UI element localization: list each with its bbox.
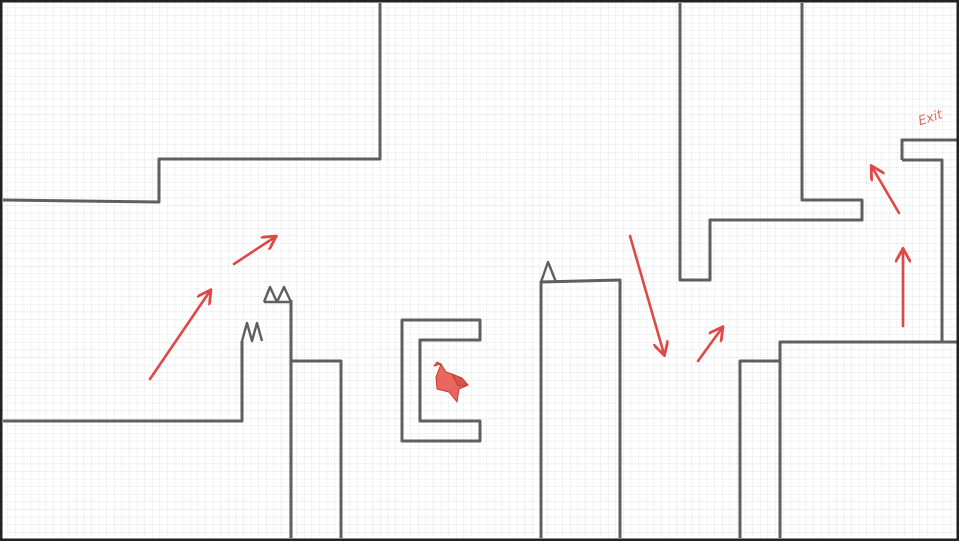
arrow-icon bbox=[148, 291, 210, 381]
spike-icon bbox=[539, 260, 558, 283]
path-arrows bbox=[148, 167, 903, 381]
wall-tower-b bbox=[291, 359, 343, 538]
paper-crane-icon bbox=[433, 361, 469, 403]
arrow-icon bbox=[628, 234, 664, 354]
level-walls bbox=[2, 3, 957, 538]
arrow-icon bbox=[696, 328, 722, 363]
wall-upper-right-shaft bbox=[678, 3, 864, 282]
spike-icon bbox=[240, 321, 264, 343]
spike-icon bbox=[262, 285, 293, 304]
wall-central-pillar bbox=[539, 278, 622, 538]
wall-left-floor bbox=[3, 341, 244, 423]
spike-hazards bbox=[240, 260, 558, 343]
wall-top-left bbox=[2, 3, 382, 204]
arrow-icon bbox=[232, 237, 275, 266]
wall-crane-box bbox=[400, 318, 482, 443]
wall-lower-right bbox=[738, 340, 957, 538]
exit-label: Exit bbox=[916, 107, 945, 129]
wall-exit-alcove bbox=[900, 138, 957, 342]
arrow-icon bbox=[872, 167, 901, 215]
